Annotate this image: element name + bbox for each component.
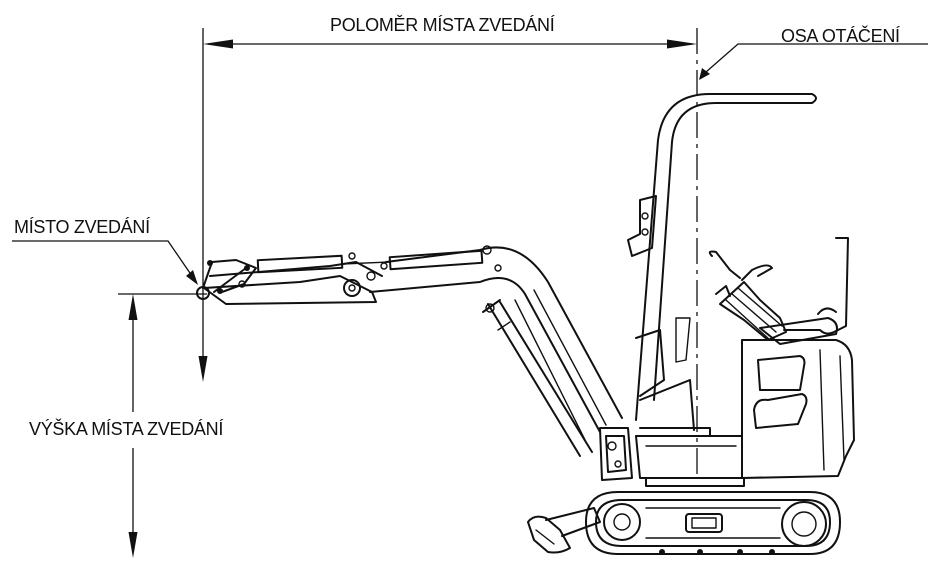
upper-structure-deck [635, 427, 745, 487]
swing-bracket [599, 427, 633, 481]
rops-frame [627, 93, 817, 431]
dozer-blade [527, 507, 601, 554]
rotation-axis-label: OSA OTÁČENÍ [781, 26, 900, 46]
lift-height-label: VÝŠKA MÍSTA ZVEDÁNÍ [29, 419, 224, 439]
lift-height-dimension [118, 293, 208, 558]
control-levers [708, 250, 787, 341]
boom [369, 245, 623, 441]
lift-radius-label: POLOMĚR MÍSTA ZVEDÁNÍ [330, 15, 555, 35]
lift-point-label: MÍSTO ZVEDÁNÍ [14, 217, 150, 237]
lift-point-leader [12, 240, 198, 285]
boom-cylinder [482, 299, 593, 457]
lift-radius-dimension [202, 28, 697, 372]
track-assembly [585, 491, 841, 555]
rotation-axis-line [696, 28, 928, 480]
operator-seat [759, 237, 849, 345]
bucket-linkage [196, 259, 257, 300]
engine-body [741, 339, 855, 479]
dipper-arm [203, 261, 388, 305]
arm-cylinder [256, 249, 484, 274]
